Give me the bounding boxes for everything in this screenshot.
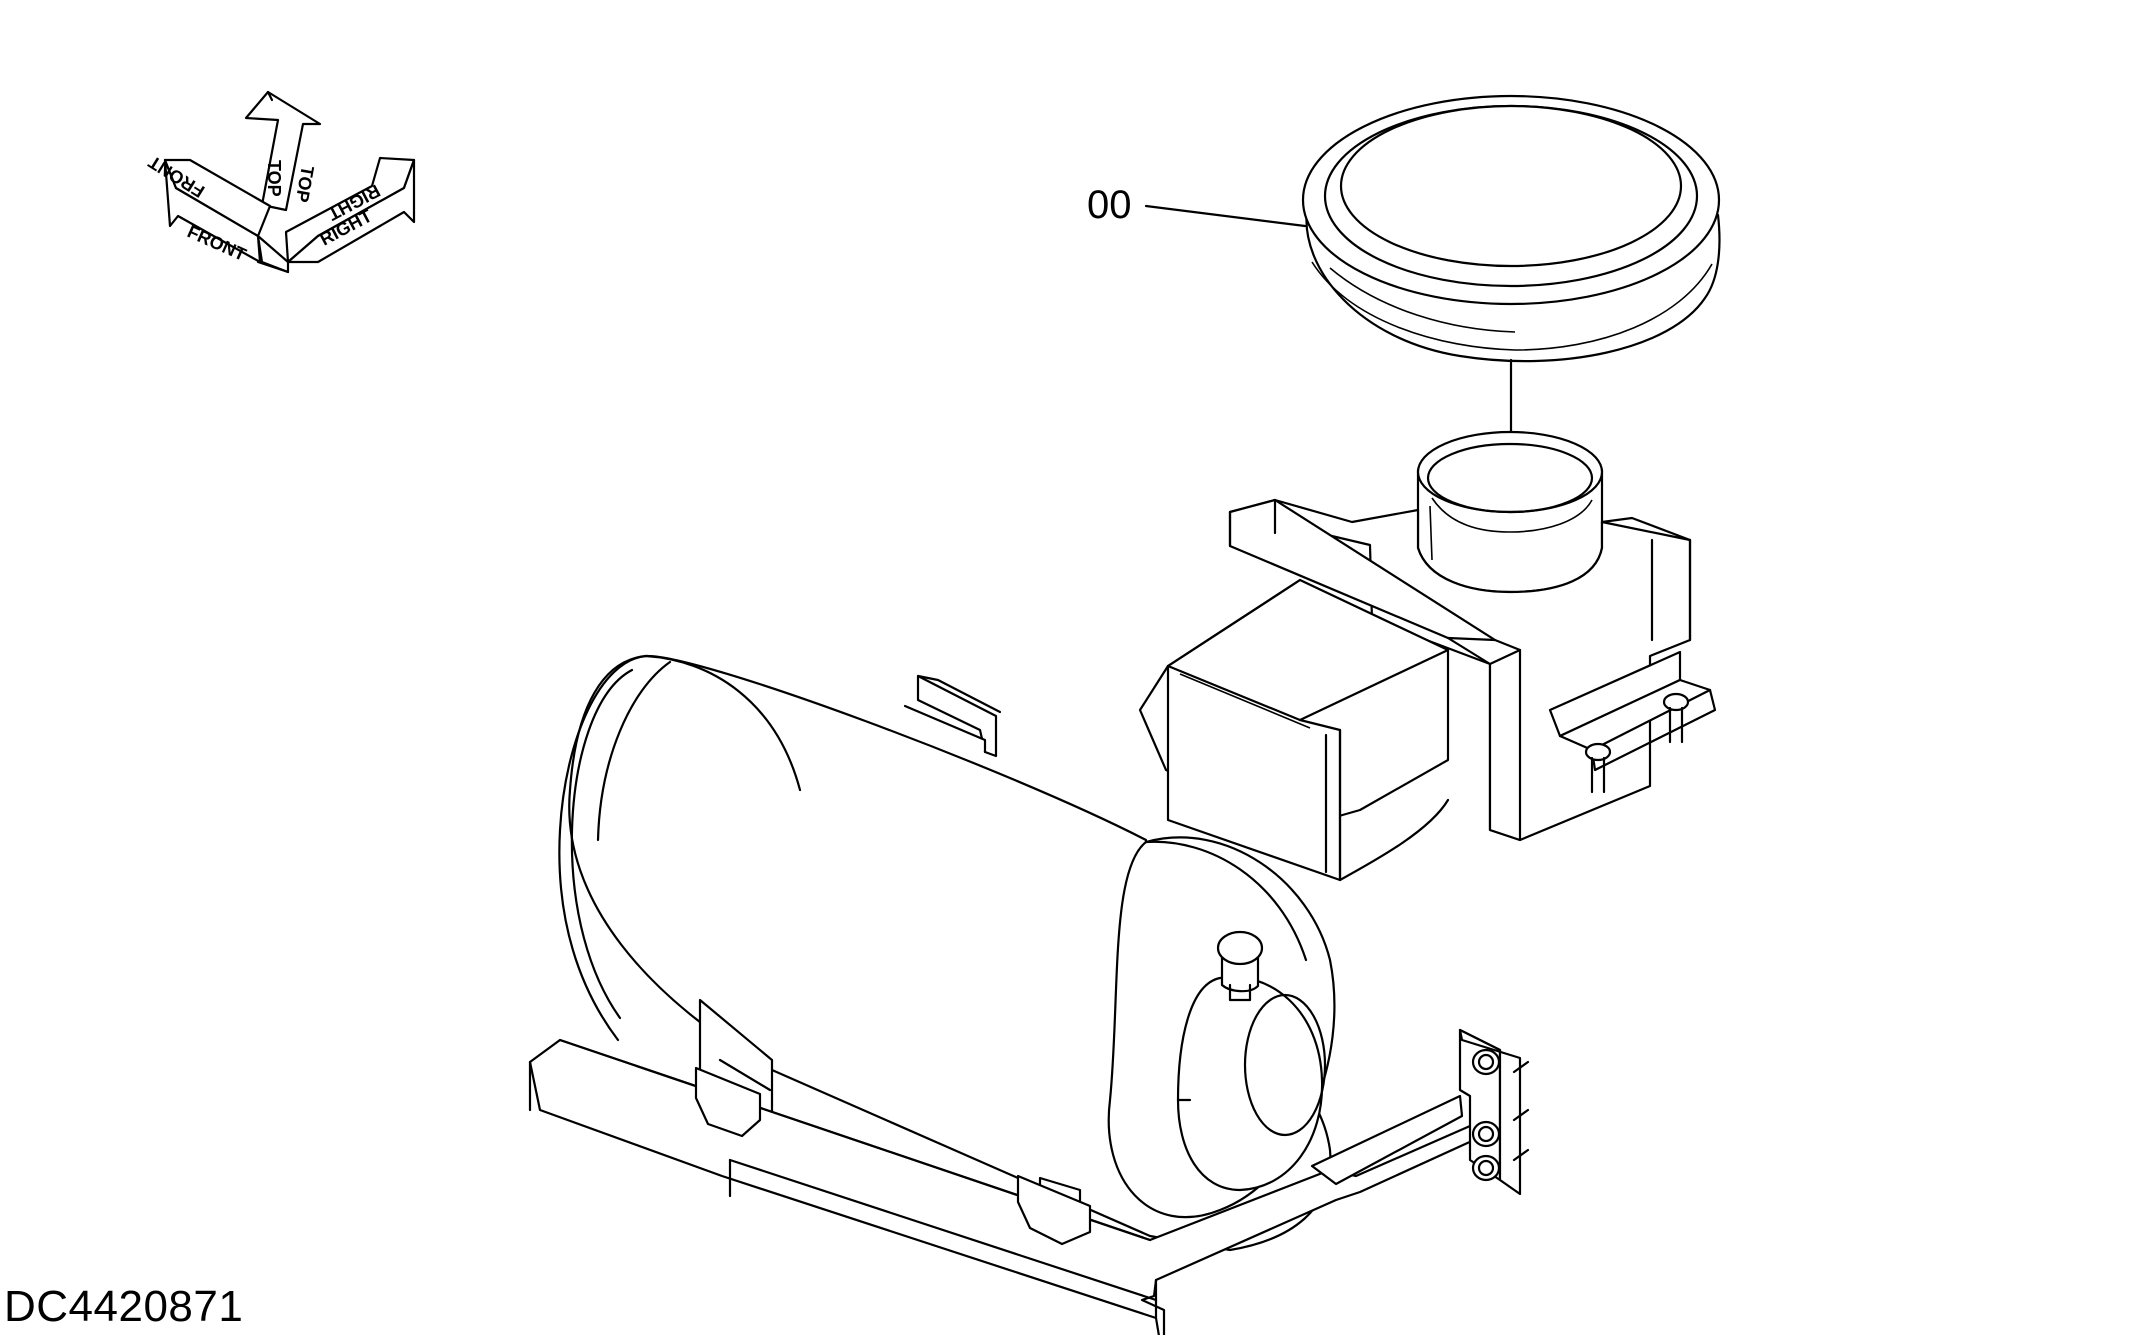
bolt-icon [1584, 692, 1690, 794]
drawing-number: DC4420871 [4, 1282, 244, 1331]
cap-part[interactable] [1301, 94, 1721, 363]
compass-top-label-alt: TOP [292, 164, 318, 204]
compass-top-label: TOP [264, 160, 284, 197]
callout-label: 00 [1087, 183, 1132, 227]
callout-00[interactable]: 00 [1087, 183, 1307, 228]
top-arrow-icon [244, 90, 322, 212]
leader-line [1144, 204, 1307, 228]
orientation-compass: FRONT FRONT TOP TOP RIGHT RIGHT [145, 90, 416, 274]
base-frame [528, 1028, 1530, 1335]
nut-icon [1471, 1048, 1501, 1182]
